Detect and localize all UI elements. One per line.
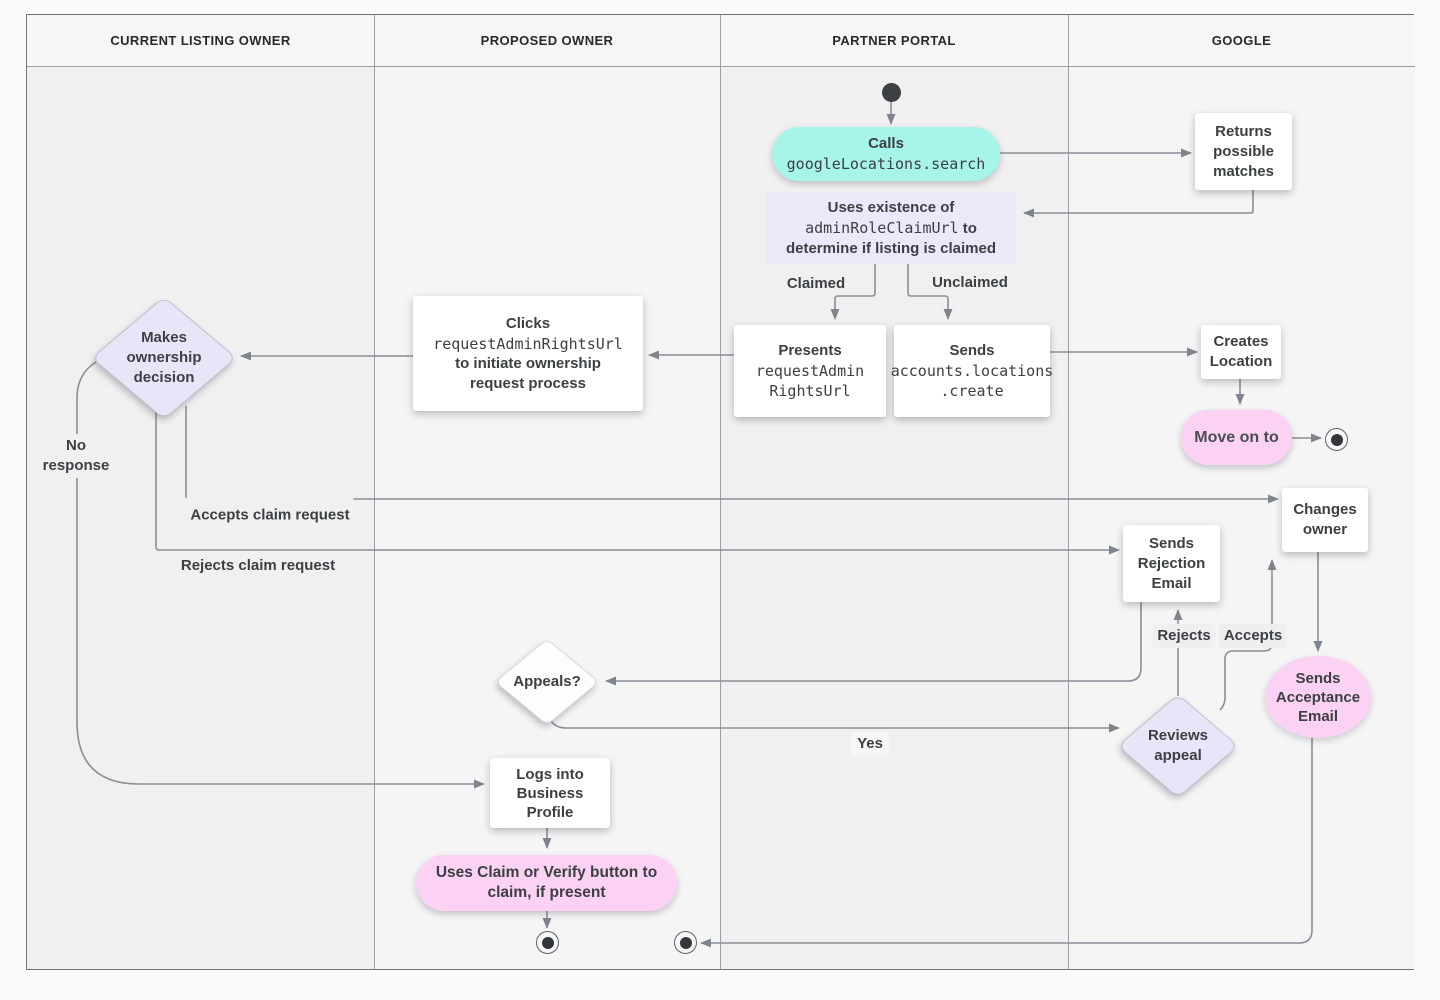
node-line: Location bbox=[1209, 353, 1273, 370]
edge-acceptance-to-end bbox=[700, 737, 1313, 948]
end-node-partner-portal bbox=[674, 931, 697, 954]
lane-title: PROPOSED OWNER bbox=[480, 33, 614, 48]
node-line: Returns bbox=[1215, 122, 1272, 140]
node-line: Makes bbox=[141, 329, 187, 346]
start-node bbox=[882, 83, 901, 102]
diamond-text: Appeals? bbox=[495, 639, 599, 725]
end-node-dot bbox=[541, 936, 554, 949]
lane-divider bbox=[374, 15, 376, 969]
label-line: No bbox=[65, 437, 86, 454]
node-code: RightsUrl bbox=[769, 382, 851, 400]
node-code: googleLocations.search bbox=[786, 155, 986, 173]
presents-request-admin-rights-url-node: Presents requestAdmin RightsUrl bbox=[734, 325, 886, 417]
clicks-request-admin-rights-url-node: Clicks requestAdminRightsUrl to initiate… bbox=[413, 296, 643, 411]
creates-location-node: Creates Location bbox=[1201, 325, 1281, 379]
makes-ownership-decision-diamond: Makes ownership decision bbox=[91, 296, 237, 420]
node-label: Appeals? bbox=[513, 673, 581, 690]
node-line: decision bbox=[133, 369, 195, 386]
uses-existence-note: Uses existence of adminRoleClaimUrl to d… bbox=[766, 192, 1016, 264]
node-line: Business bbox=[516, 784, 584, 802]
edge-rejection-to-appeals bbox=[605, 602, 1142, 686]
node-line: ownership bbox=[126, 349, 202, 366]
node-code: requestAdmin bbox=[755, 362, 865, 380]
edge-returns-to-uses bbox=[1023, 190, 1254, 218]
logs-into-business-profile-node: Logs into Business Profile bbox=[490, 758, 610, 828]
diamond-text: Reviews appeal bbox=[1117, 694, 1239, 798]
label-no-response: No response bbox=[37, 434, 115, 478]
sends-accounts-locations-create-node: Sends accounts.locations .create bbox=[891, 325, 1053, 417]
sends-rejection-email-node: Sends Rejection Email bbox=[1123, 525, 1220, 602]
lane-header-partner-portal: PARTNER PORTAL bbox=[720, 15, 1068, 67]
edge-rejects-claim bbox=[155, 406, 1120, 555]
lane-title: CURRENT LISTING OWNER bbox=[110, 33, 291, 48]
lane-divider bbox=[1068, 15, 1070, 969]
label-rejects: Rejects bbox=[1152, 624, 1216, 648]
edge-uses-claimed bbox=[830, 264, 876, 320]
label-accepts-claim-request: Accepts claim request bbox=[186, 497, 354, 529]
node-line: appeal bbox=[1154, 747, 1202, 764]
lane-header-proposed-owner: PROPOSED OWNER bbox=[374, 15, 720, 67]
node-line: Reviews bbox=[1147, 727, 1209, 744]
node-line: Rejection bbox=[1137, 554, 1206, 572]
edge-accepts-claim bbox=[185, 406, 1279, 504]
label-yes: Yes bbox=[851, 733, 889, 755]
move-on-to-node: Move on to bbox=[1181, 410, 1292, 465]
label-claimed: Claimed bbox=[786, 275, 846, 292]
lane-title: PARTNER PORTAL bbox=[832, 33, 956, 48]
end-node-proposed-owner bbox=[536, 931, 559, 954]
node-text: to bbox=[958, 219, 977, 237]
end-node-google bbox=[1325, 428, 1348, 451]
node-line: determine if listing is claimed bbox=[785, 239, 997, 257]
node-line: request process bbox=[470, 374, 586, 392]
node-line: claim, if present bbox=[487, 884, 606, 901]
diamond-text: Makes ownership decision bbox=[91, 297, 237, 419]
uses-claim-or-verify-node: Uses Claim or Verify button to claim, if… bbox=[416, 855, 677, 911]
node-title: Presents bbox=[778, 342, 842, 359]
node-line: possible bbox=[1213, 142, 1274, 160]
node-line: adminRoleClaimUrl to bbox=[805, 218, 977, 239]
label-unclaimed: Unclaimed bbox=[932, 274, 1008, 291]
node-code: adminRoleClaimUrl bbox=[805, 218, 959, 237]
node-line: Profile bbox=[526, 803, 574, 821]
node-line: Email bbox=[1297, 707, 1339, 725]
returns-possible-matches-node: Returns possible matches bbox=[1195, 113, 1292, 190]
node-line: Sends bbox=[1295, 669, 1341, 687]
node-line: Acceptance bbox=[1275, 688, 1361, 706]
label-rejects-claim-request: Rejects claim request bbox=[180, 557, 336, 574]
reviews-appeal-diamond: Reviews appeal bbox=[1117, 694, 1239, 798]
node-line: to initiate ownership bbox=[455, 354, 601, 372]
label-line: response bbox=[42, 457, 110, 474]
edge-appeals-yes bbox=[550, 720, 1120, 733]
node-line: owner bbox=[1302, 521, 1348, 538]
node-line: Sends bbox=[1148, 534, 1194, 552]
node-line: Logs into bbox=[516, 765, 584, 783]
node-code: .create bbox=[940, 382, 1004, 400]
lane-divider bbox=[720, 15, 722, 969]
appeals-diamond: Appeals? bbox=[494, 638, 600, 726]
lane-header-google: GOOGLE bbox=[1068, 15, 1415, 67]
edge-uses-unclaimed bbox=[907, 264, 953, 320]
label-accepts: Accepts bbox=[1218, 624, 1288, 648]
node-title: Calls bbox=[868, 135, 904, 152]
calls-google-locations-search-node: Calls googleLocations.search bbox=[772, 127, 1000, 181]
node-title: Sends bbox=[949, 342, 995, 359]
lane-title: GOOGLE bbox=[1211, 33, 1272, 48]
changes-owner-node: Changes owner bbox=[1282, 488, 1368, 552]
node-line: Creates bbox=[1213, 333, 1269, 350]
edge-reviews-accepts bbox=[1219, 559, 1277, 711]
lane-header-current-listing-owner: CURRENT LISTING OWNER bbox=[27, 15, 374, 67]
node-label: Move on to bbox=[1194, 428, 1279, 446]
node-line: Email bbox=[1151, 574, 1192, 592]
node-line: Uses Claim or Verify button to bbox=[435, 864, 658, 881]
end-node-dot bbox=[1330, 433, 1343, 446]
edge-no-response bbox=[76, 361, 485, 789]
end-node-dot bbox=[679, 936, 692, 949]
node-code: requestAdminRightsUrl bbox=[433, 334, 623, 353]
node-code: accounts.locations bbox=[890, 362, 1054, 380]
node-line: matches bbox=[1213, 162, 1274, 180]
node-line: Uses existence of bbox=[827, 198, 955, 216]
sends-acceptance-email-node: Sends Acceptance Email bbox=[1265, 656, 1371, 738]
node-title: Clicks bbox=[505, 314, 551, 332]
node-line: Changes bbox=[1293, 501, 1357, 518]
